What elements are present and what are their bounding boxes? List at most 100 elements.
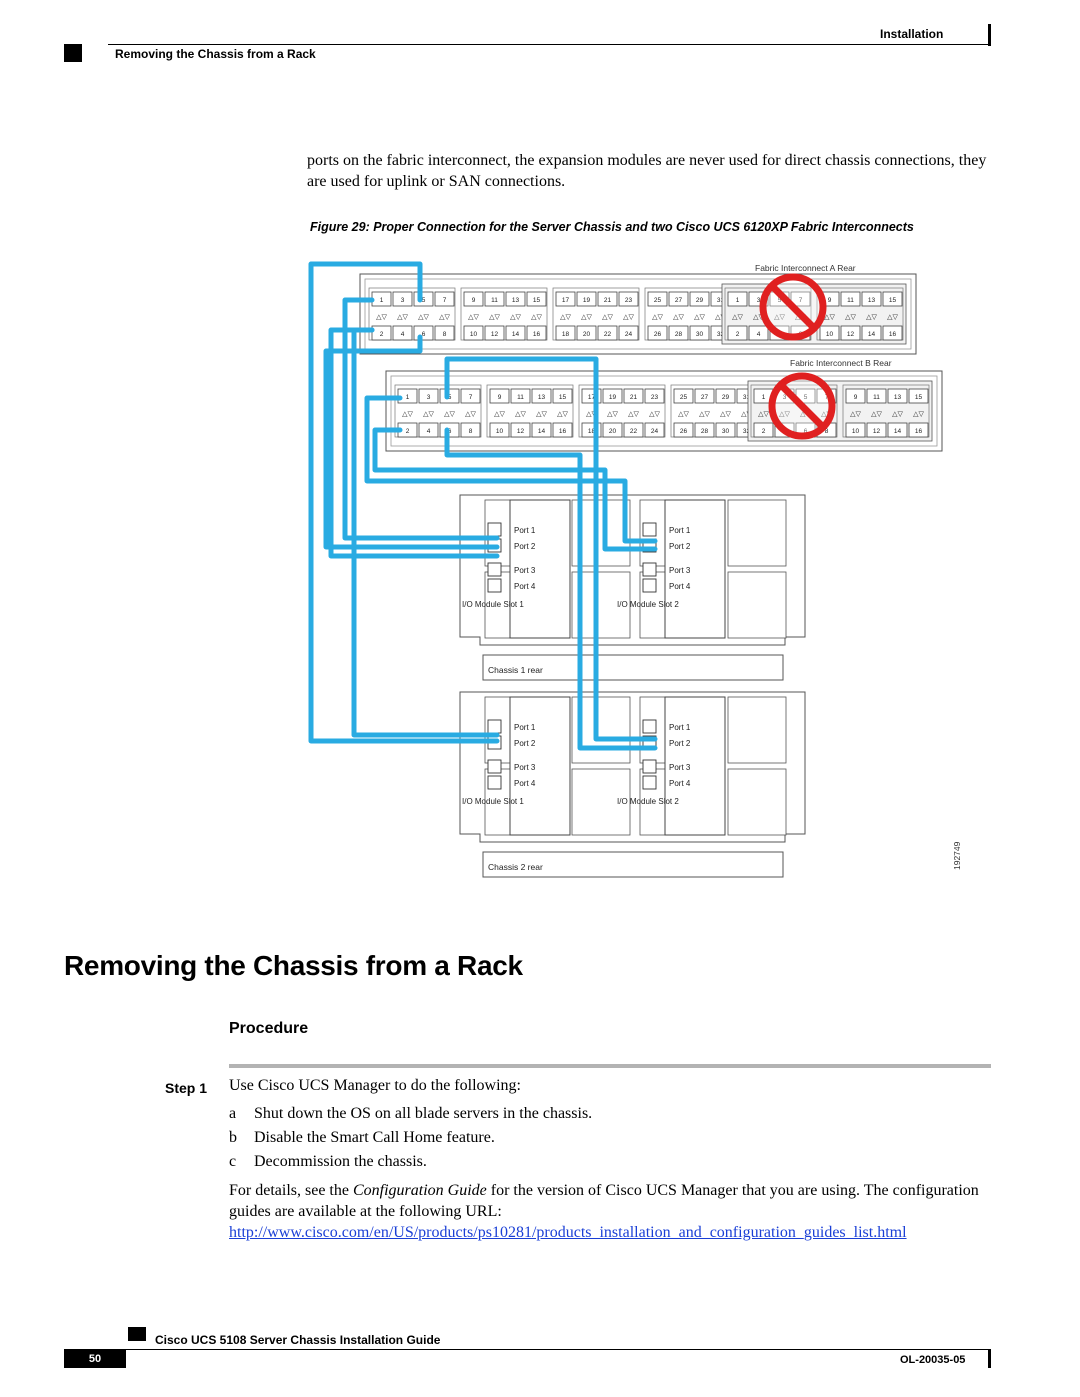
page-number: 50 (64, 1350, 126, 1368)
fi-b-port-top (489, 388, 510, 404)
fi-b-port-bottom (531, 422, 552, 438)
fi-b-port-led: △▽ (586, 411, 597, 418)
fi-a-port-bottom (555, 325, 576, 341)
fi-a-port-bottom-label: 14 (512, 331, 520, 338)
fi-a-port-top-label: 25 (654, 297, 662, 304)
chassis-1-label: Chassis 1 rear (488, 665, 543, 675)
header-chapter-title: Removing the Chassis from a Rack (115, 47, 316, 61)
chassis-2-io-port-label: Port 3 (514, 763, 536, 772)
chassis-1-io-port (487, 522, 502, 537)
fi-a-port-bottom (647, 325, 668, 341)
fi-a-exp-port-bottom-label: 12 (847, 331, 855, 338)
fi-a-port-led: △▽ (673, 314, 684, 321)
fi-a-port-led: △▽ (439, 314, 450, 321)
fi-a-exp-port-led: △▽ (824, 314, 835, 321)
fi-b-port-top (418, 388, 439, 404)
footer-bar (988, 1350, 991, 1368)
step-label: Step 1 (165, 1080, 208, 1096)
fi-a-port-bottom (668, 325, 689, 341)
fi-a-exp-port-led: △▽ (887, 314, 898, 321)
fi-b-port-top-label: 29 (722, 394, 730, 401)
fi-b-port-led: △▽ (423, 411, 434, 418)
fi-a-port-top-label: 27 (675, 297, 683, 304)
fi-a-exp-port-bottom-label: 4 (757, 331, 761, 338)
intro-paragraph: ports on the fabric interconnect, the ex… (307, 152, 987, 190)
fi-a-port-top-label: 13 (512, 297, 520, 304)
prohibit-signs (759, 273, 836, 440)
fi-a-exp-port-top (790, 291, 811, 307)
fi-a-exp-port-bottom (727, 325, 748, 341)
fi-b-port-top-label: 17 (588, 394, 596, 401)
chassis-1-io-port-label: Port 2 (669, 542, 691, 551)
fi-a-port-top-label: 19 (583, 297, 591, 304)
fi-b-exp-port-top-label: 15 (915, 394, 923, 401)
fi-a-port-bottom (392, 325, 413, 341)
fi-a-port-bottom-label: 28 (675, 331, 683, 338)
fi-a-port-bottom (484, 325, 505, 341)
chassis-2-io-port-label: Port 1 (669, 723, 691, 732)
fi-a-exp-port-top-label: 15 (889, 297, 897, 304)
fi-b-port-top-label: 9 (498, 394, 502, 401)
fi-b-exp-port-top-label: 7 (825, 394, 829, 401)
chassis-2-io-slot-label: I/O Module Slot 1 (462, 797, 524, 806)
fi-b-port-bottom (715, 422, 736, 438)
fi-a-port-led: △▽ (468, 314, 479, 321)
fi-b-port-bottom-label: 4 (427, 428, 431, 435)
fi-b-port-bottom-label: 14 (538, 428, 546, 435)
fi-b-exp-port-top (908, 388, 929, 404)
fi-a-port-top (555, 291, 576, 307)
chassis-1-io-port (487, 562, 502, 577)
chassis-2-label: Chassis 2 rear (488, 862, 543, 872)
chassis-2-io-module (664, 696, 726, 836)
fi-a-port-bottom (576, 325, 597, 341)
fi-a-port-bottom (505, 325, 526, 341)
fi-b-port-bottom (552, 422, 573, 438)
fi-b-exp-port-led: △▽ (821, 411, 832, 418)
fi-a-port-bottom-label: 6 (422, 331, 426, 338)
chassis-2-io-port-label: Port 4 (514, 779, 536, 788)
cable-2 (323, 334, 500, 550)
fi-a-port-top-label: 17 (562, 297, 570, 304)
fi-b-port-top (623, 388, 644, 404)
fi-a-port-top (668, 291, 689, 307)
fi-a-port-bottom (597, 325, 618, 341)
fi-b-port-bottom-label: 18 (588, 428, 596, 435)
chassis-1-io-port (642, 578, 657, 593)
chassis-2-blade-bay (727, 768, 787, 836)
fi-b-port-led: △▽ (444, 411, 455, 418)
config-guides-link[interactable]: http://www.cisco.com/en/US/products/ps10… (229, 1224, 907, 1241)
fi-a-port-top (576, 291, 597, 307)
fi-a-exp-port-top-label: 1 (736, 297, 740, 304)
fi-a-exp-port-led: △▽ (866, 314, 877, 321)
fi-a-port-led: △▽ (694, 314, 705, 321)
fi-b-port-top-label: 1 (406, 394, 410, 401)
fi-b-exp-port-top (887, 388, 908, 404)
cable-8 (372, 427, 658, 552)
fi-b-exp-port-bottom-label: 2 (762, 428, 766, 435)
fi-a-exp-port-top-label: 7 (799, 297, 803, 304)
fi-b-port-bottom-label: 16 (559, 428, 567, 435)
fi-b-port-top (510, 388, 531, 404)
cable-6 (444, 427, 658, 751)
fi-a-port-top-label: 7 (443, 297, 447, 304)
fi-b-port-bottom-label: 6 (448, 428, 452, 435)
chassis-1-base (482, 654, 784, 681)
fi-b-port-top (460, 388, 481, 404)
cable-5 (444, 356, 658, 742)
fi-b-exp-port-top-label: 3 (783, 394, 787, 401)
fi-b-port-top-label: 21 (630, 394, 638, 401)
fi-a-port-top-label: 29 (696, 297, 704, 304)
section-heading: Removing the Chassis from a Rack (64, 950, 523, 981)
fi-a-port-bottom-label: 24 (625, 331, 633, 338)
fi-a-port-top (647, 291, 668, 307)
fi-b-exp-port-bottom (908, 422, 929, 438)
chassis-2-blade-bay (571, 768, 631, 836)
fi-b-exp-port-top (866, 388, 887, 404)
chassis-2-io-port (642, 759, 657, 774)
fi-b-port-led: △▽ (557, 411, 568, 418)
fi-b-port-led: △▽ (536, 411, 547, 418)
fi-b-port-bottom-label: 24 (651, 428, 659, 435)
